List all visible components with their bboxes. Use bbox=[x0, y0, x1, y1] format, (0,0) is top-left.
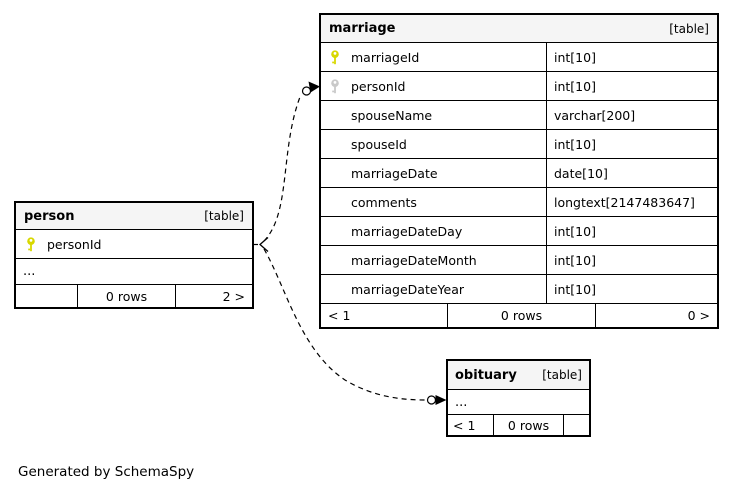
table-obituary[interactable]: obituary [table] ... < 1 0 rows bbox=[446, 359, 591, 437]
relationship-person-marriage bbox=[253, 81, 320, 252]
table-header[interactable]: marriage [table] bbox=[321, 15, 717, 43]
table-header[interactable]: obituary [table] bbox=[448, 361, 589, 390]
table-type-tag: [table] bbox=[669, 21, 709, 36]
generated-by-note: Generated by SchemaSpy bbox=[18, 464, 195, 480]
column-row: marriageDateYear int[10] bbox=[321, 275, 717, 304]
column-type: int[10] bbox=[554, 78, 596, 94]
column-row: marriageDateMonth int[10] bbox=[321, 246, 717, 275]
table-type-tag: [table] bbox=[204, 209, 244, 223]
column-type: longtext[2147483647] bbox=[554, 194, 695, 210]
column-row: personId bbox=[16, 230, 252, 259]
column-name: personId bbox=[47, 236, 102, 252]
column-name: marriageDateDay bbox=[351, 223, 463, 239]
column-type: int[10] bbox=[554, 281, 596, 297]
hidden-columns-ellipsis: ... bbox=[448, 390, 589, 415]
table-footer: < 1 0 rows 0 > bbox=[321, 304, 717, 327]
column-type: int[10] bbox=[554, 49, 596, 65]
column-row: marriageDateDay int[10] bbox=[321, 217, 717, 246]
related-tables-out: 2 > bbox=[222, 288, 245, 304]
relationship-person-obituary bbox=[263, 248, 447, 405]
related-tables-out bbox=[564, 415, 589, 435]
table-footer: 0 rows 2 > bbox=[16, 285, 252, 307]
column-row: comments longtext[2147483647] bbox=[321, 188, 717, 217]
table-type-tag: [table] bbox=[542, 368, 582, 382]
column-name: personId bbox=[351, 78, 406, 94]
column-type: int[10] bbox=[554, 223, 596, 239]
table-footer: < 1 0 rows bbox=[448, 415, 589, 435]
related-tables-out: 0 > bbox=[687, 308, 710, 323]
column-type: varchar[200] bbox=[554, 107, 636, 123]
hidden-columns-ellipsis: ... bbox=[16, 259, 252, 285]
table-header[interactable]: person [table] bbox=[16, 203, 252, 230]
related-tables-in: < 1 bbox=[321, 304, 448, 327]
column-type: int[10] bbox=[554, 136, 596, 152]
table-person[interactable]: person [table] personId ... 0 rows 2 > bbox=[14, 201, 254, 309]
column-row: spouseId int[10] bbox=[321, 130, 717, 159]
foreign-key-icon bbox=[330, 78, 351, 94]
table-marriage[interactable]: marriage [table] marriageId int[10] pers… bbox=[319, 13, 719, 329]
column-row: marriageId int[10] bbox=[321, 43, 717, 72]
primary-key-icon bbox=[330, 49, 351, 65]
column-name: marriageDate bbox=[351, 165, 438, 181]
column-name: marriageDateMonth bbox=[351, 252, 477, 268]
table-name[interactable]: marriage bbox=[329, 21, 396, 36]
column-type: date[10] bbox=[554, 165, 608, 181]
column-name: marriageId bbox=[351, 49, 420, 65]
column-name: comments bbox=[351, 194, 417, 210]
row-count: 0 rows bbox=[78, 285, 176, 307]
column-row: spouseName varchar[200] bbox=[321, 101, 717, 130]
column-row: marriageDate date[10] bbox=[321, 159, 717, 188]
related-tables-in bbox=[16, 285, 78, 307]
table-name[interactable]: person bbox=[24, 208, 75, 224]
primary-key-icon bbox=[26, 236, 47, 252]
column-row: personId int[10] bbox=[321, 72, 717, 101]
column-type: int[10] bbox=[554, 252, 596, 268]
table-name[interactable]: obituary bbox=[455, 367, 517, 383]
column-name: spouseName bbox=[351, 107, 433, 123]
row-count: 0 rows bbox=[494, 415, 564, 435]
row-count: 0 rows bbox=[448, 304, 596, 327]
column-name: marriageDateYear bbox=[351, 281, 464, 297]
related-tables-in: < 1 bbox=[448, 415, 494, 435]
column-name: spouseId bbox=[351, 136, 407, 152]
